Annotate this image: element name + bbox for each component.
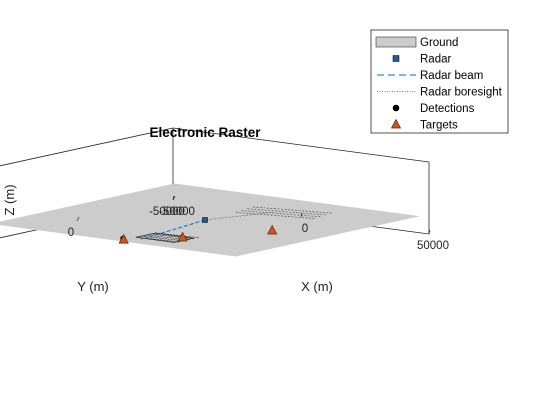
y-tick-label: -50000 — [149, 206, 185, 218]
axis-box-edge — [172, 127, 430, 163]
axis-box-edge — [0, 127, 174, 167]
radar-marker — [202, 217, 208, 223]
legend-swatch — [392, 104, 400, 112]
legend-item: Radar beam — [377, 70, 483, 82]
legend-label: Radar — [420, 54, 451, 66]
target-marker — [177, 231, 188, 242]
scan-line — [155, 232, 199, 239]
scan-line — [241, 210, 321, 218]
legend-label: Ground — [420, 37, 458, 49]
radar-beam-line — [140, 219, 206, 240]
legend-label: Radar beam — [420, 70, 483, 82]
ground-surface — [0, 183, 420, 257]
chart-title: Electronic Raster — [149, 125, 261, 140]
scan-line — [252, 206, 332, 214]
scan-line — [247, 208, 326, 216]
scan-line — [235, 212, 315, 219]
x-tick-mark — [300, 212, 303, 218]
y-tick-mark — [76, 216, 80, 222]
x-tick-label: 50000 — [417, 240, 449, 252]
y-tick-label: 0 — [68, 227, 74, 239]
axis-ticks: -30000-20000-10000010000-500000500005000… — [68, 195, 449, 252]
legend-item: Radar boresight — [377, 87, 503, 99]
legend-label: Detections — [420, 103, 475, 115]
x-tick-label: -50000 — [159, 206, 195, 218]
z-axis-label: Z (m) — [2, 184, 17, 215]
x-axis-label: X (m) — [301, 279, 333, 294]
legend-item: Targets — [390, 118, 458, 132]
legend-label: Radar boresight — [420, 87, 503, 99]
chart-marks — [118, 217, 278, 244]
scan-line — [140, 235, 185, 242]
target-marker — [267, 224, 278, 235]
y-tick-mark — [172, 195, 176, 201]
scan-line — [135, 236, 180, 243]
legend-item: Ground — [375, 36, 458, 49]
target-marker — [118, 233, 129, 244]
legend-item: Radar — [392, 54, 451, 66]
legend-label: Targets — [420, 120, 458, 132]
legend-item: Detections — [392, 103, 475, 115]
legend-swatch — [375, 36, 417, 48]
y-axis-label: Y (m) — [77, 279, 109, 294]
legend-box — [370, 29, 509, 134]
legend-swatch — [390, 118, 402, 129]
x-tick-mark — [428, 229, 431, 235]
legend-swatch — [392, 55, 400, 62]
ground-plane — [0, 183, 420, 257]
x-tick-label: 0 — [302, 223, 308, 235]
